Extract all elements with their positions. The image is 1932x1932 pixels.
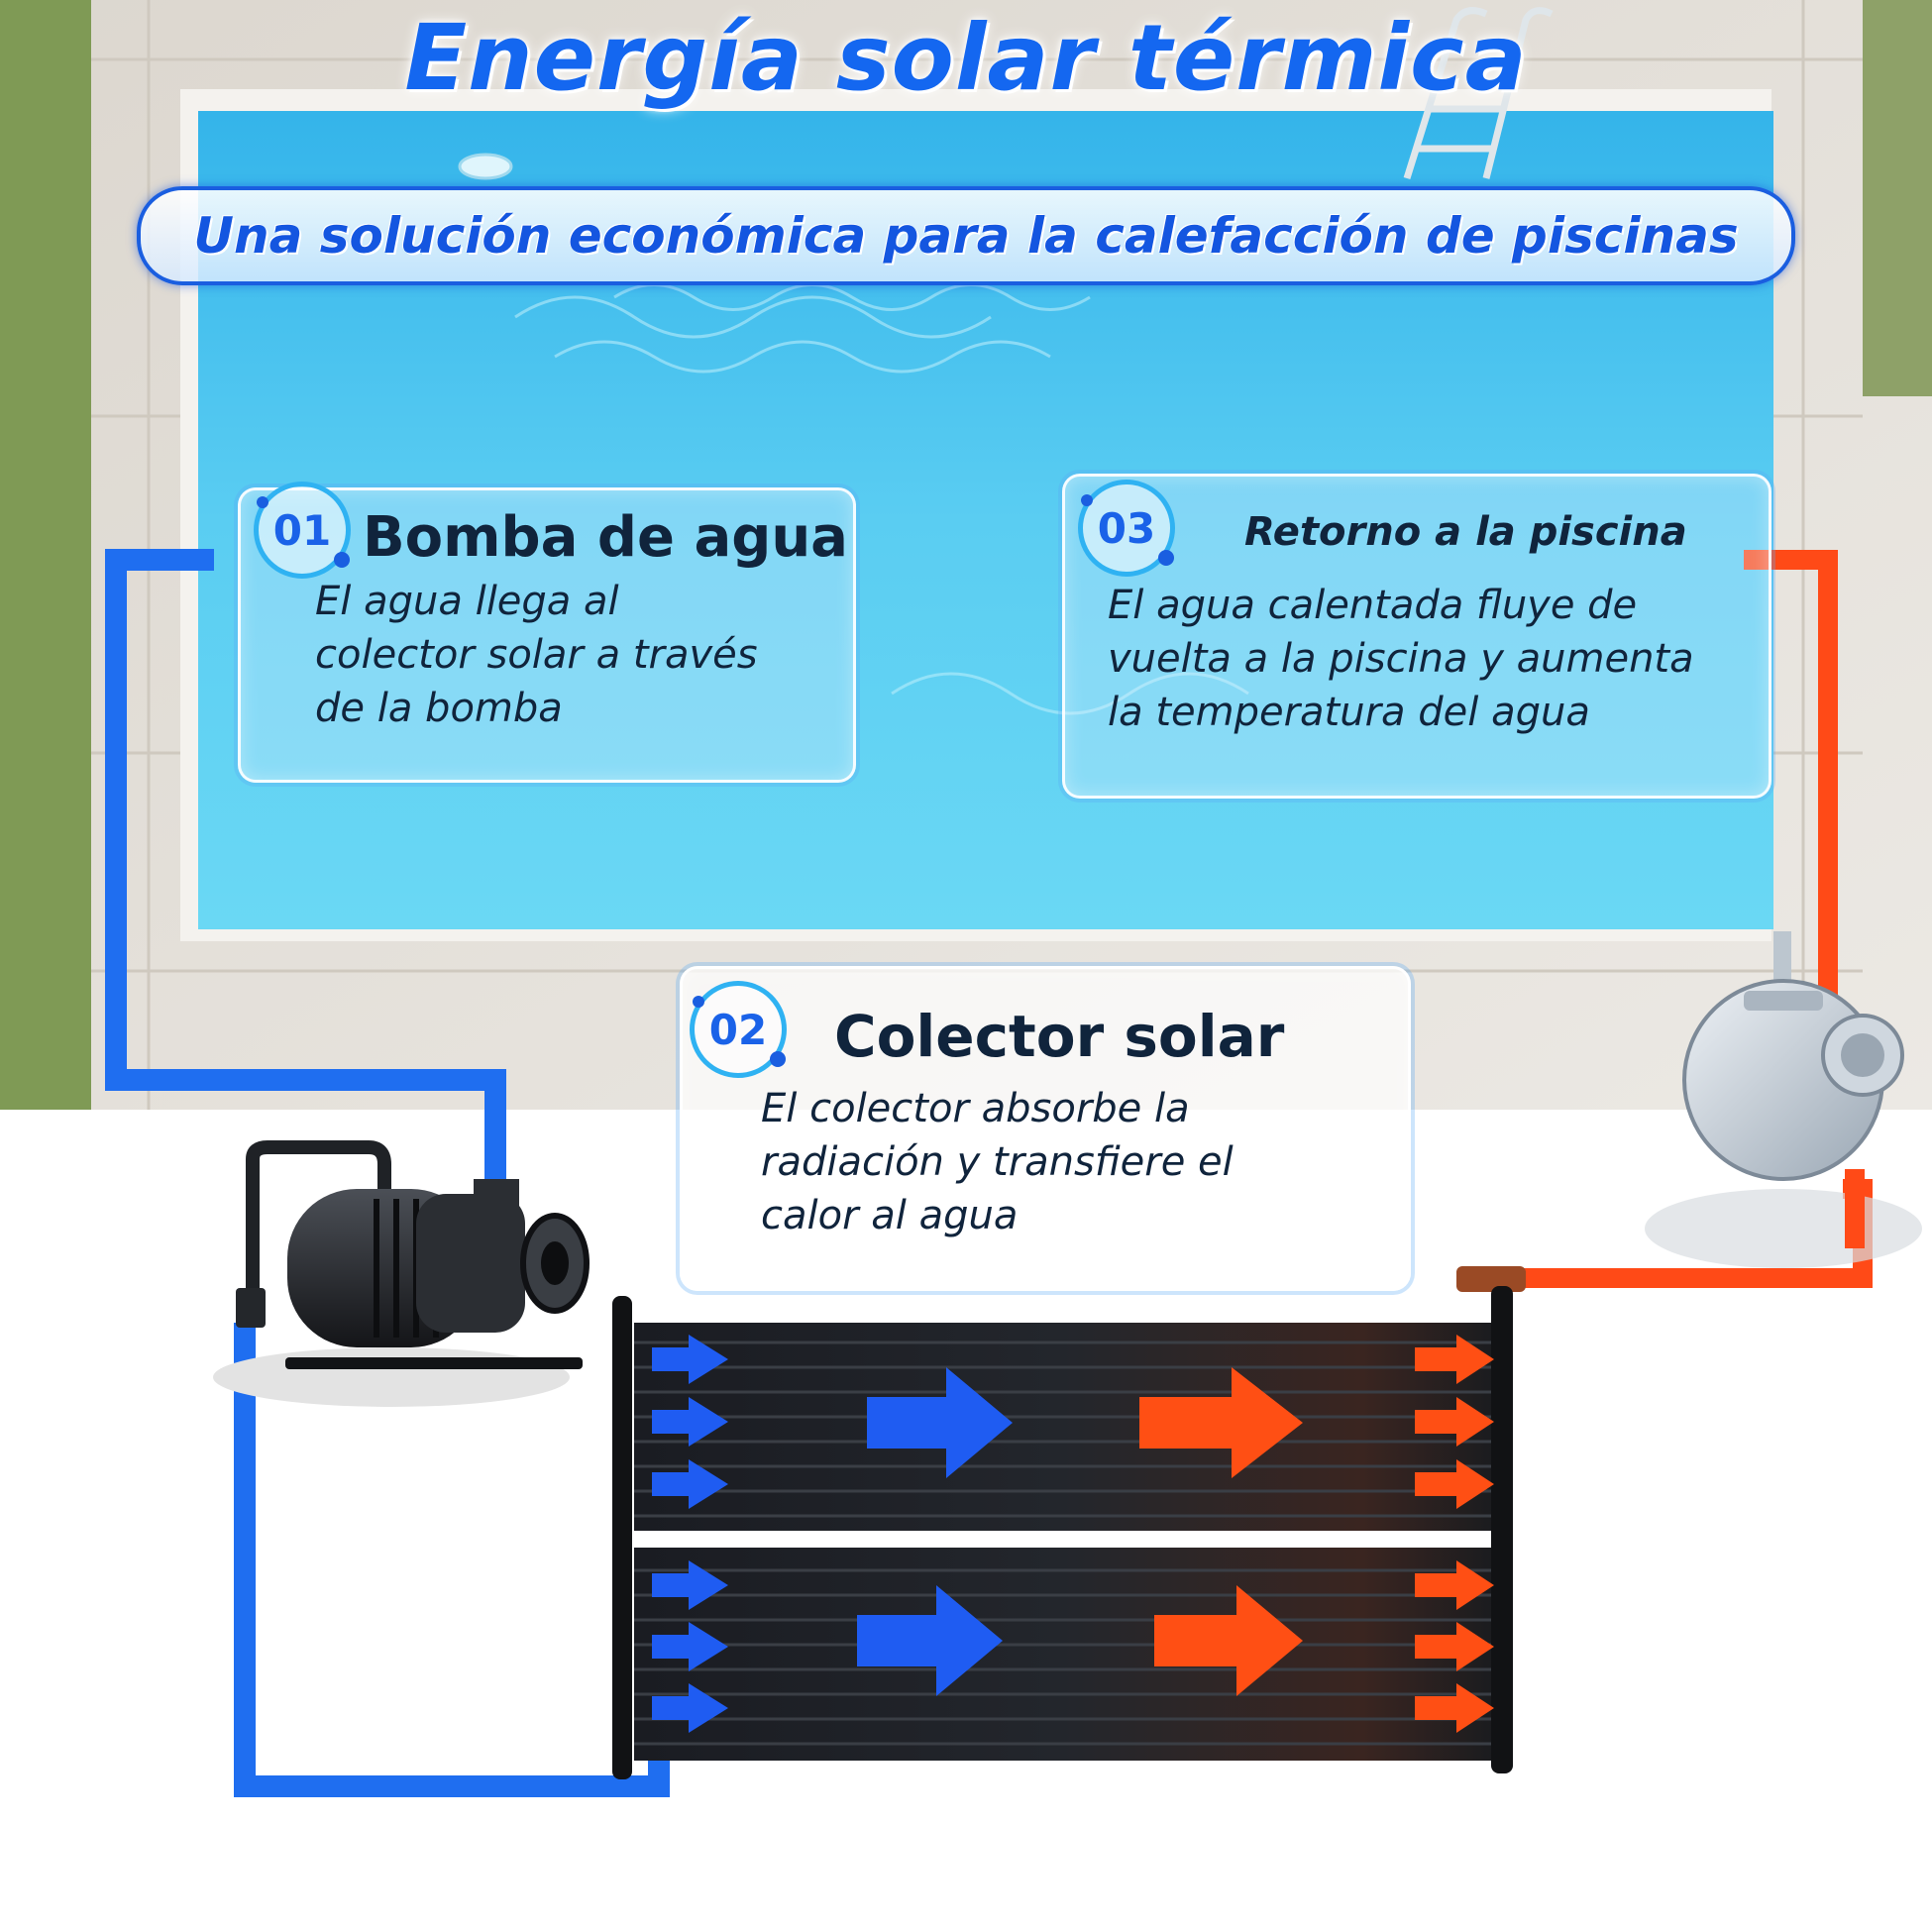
flow-arrow-icon-blue-small	[652, 1335, 728, 1733]
subtitle: Una solución económica para la calefacci…	[193, 207, 1739, 265]
pool-ladder-icon	[1403, 7, 1554, 180]
collector-panel-top	[634, 1323, 1491, 1531]
step-description: El agua calentada fluye de vuelta a la p…	[1108, 579, 1694, 739]
pool-skimmer	[458, 153, 513, 180]
page-title: Energía solar térmica	[404, 5, 1528, 111]
step-card-return	[1062, 474, 1771, 799]
collector-panel-bottom	[634, 1548, 1491, 1761]
hot-pipe-fitting	[1456, 1266, 1526, 1292]
step-description: El agua llega al colector solar a través…	[315, 575, 758, 735]
description-line: colector solar a través	[315, 632, 758, 678]
step-description: El colector absorbe la radiación y trans…	[761, 1082, 1234, 1242]
step-number-badge: 03	[1078, 480, 1175, 577]
description-line: El agua calentada fluye de	[1108, 583, 1638, 628]
subtitle-banner: Una solución económica para la calefacci…	[137, 186, 1795, 285]
solar-collector	[612, 1286, 1513, 1779]
lawn-right	[1863, 0, 1932, 396]
flow-arrow-icon-orange-large	[1139, 1367, 1303, 1696]
description-line: la temperatura del agua	[1108, 690, 1590, 735]
lawn-left	[0, 0, 91, 1110]
step-title: Bomba de agua	[363, 505, 848, 570]
step-number-badge: 01	[254, 482, 351, 579]
step-card-collector	[680, 966, 1411, 1291]
sand-filter-icon	[1645, 931, 1922, 1268]
description-line: de la bomba	[315, 686, 563, 731]
description-line: vuelta a la piscina y aumenta	[1108, 636, 1694, 682]
flow-arrow-icon-blue-large	[857, 1367, 1013, 1696]
step-number-badge: 02	[690, 981, 787, 1078]
water-caustics	[514, 283, 1249, 715]
step-title: Colector solar	[834, 1003, 1285, 1070]
description-line: El agua llega al	[315, 579, 619, 624]
description-line: calor al agua	[761, 1193, 1019, 1238]
flow-arrow-icon-orange-small	[1415, 1335, 1494, 1733]
description-line: El colector absorbe la	[761, 1086, 1190, 1131]
cold-water-pipe	[105, 549, 670, 1797]
water-pump-icon	[213, 1140, 590, 1407]
step-title: Retorno a la piscina	[1244, 509, 1687, 555]
description-line: radiación y transfiere el	[761, 1139, 1234, 1185]
